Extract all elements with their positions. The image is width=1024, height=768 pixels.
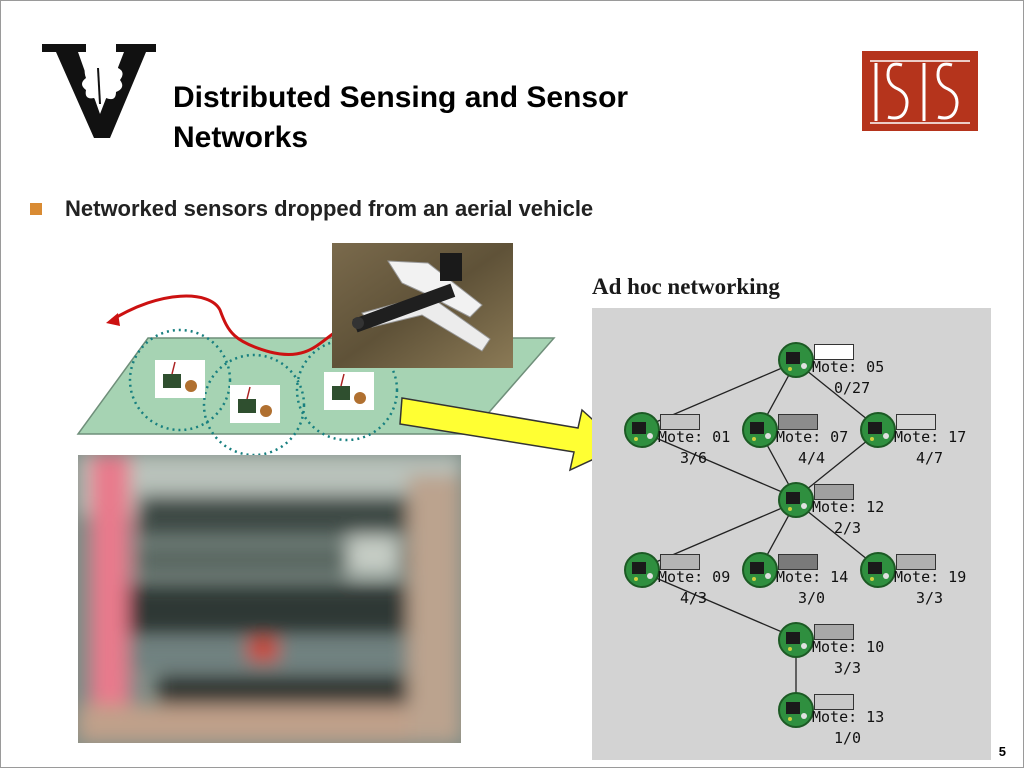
page-number: 5 — [998, 744, 1006, 759]
mote-board-icon — [778, 692, 814, 728]
isis-logo — [862, 51, 978, 131]
flight-path — [111, 294, 343, 356]
mote-node: Mote: 05 0/27 — [778, 340, 978, 400]
mote-name: Mote: 05 — [812, 358, 885, 376]
mote-name: Mote: 12 — [812, 498, 885, 516]
sensor-mote — [155, 360, 205, 398]
network-link — [795, 361, 879, 429]
mote-status-bar — [814, 484, 854, 500]
mote-board-icon — [860, 552, 896, 588]
mote-counts: 3/6 — [680, 449, 708, 467]
mote-counts: 2/3 — [834, 519, 862, 537]
mote-status-bar — [778, 554, 818, 570]
flight-path-arrowhead — [106, 313, 120, 326]
mote-counts: 3/3 — [834, 659, 862, 677]
mote-status-bar — [814, 344, 854, 360]
slide-title: Distributed Sensing and Sensor Networks — [173, 81, 629, 154]
mote-node: Mote: 19 3/3 — [860, 550, 1024, 610]
mote-node: Mote: 07 4/4 — [742, 410, 942, 470]
mote-node: Mote: 12 2/3 — [778, 480, 978, 540]
mote-status-bar — [896, 554, 936, 570]
mote-board-icon — [624, 412, 660, 448]
mote-name: Mote: 19 — [894, 568, 967, 586]
network-label: Ad hoc networking — [592, 274, 780, 299]
mote-counts: 4/7 — [916, 449, 944, 467]
mote-name: Mote: 13 — [812, 708, 885, 726]
mote-board-icon — [778, 342, 814, 378]
mote-counts: 1/0 — [834, 729, 862, 747]
mote-status-bar — [814, 624, 854, 640]
mote-status-bar — [660, 414, 700, 430]
mote-node: Mote: 09 4/3 — [624, 550, 824, 610]
mote-board-icon — [742, 552, 778, 588]
network-link — [795, 501, 879, 569]
mote-name: Mote: 09 — [658, 568, 731, 586]
mote-name: Mote: 07 — [776, 428, 849, 446]
mote-counts: 4/4 — [798, 449, 826, 467]
mote-node: Mote: 13 1/0 — [778, 690, 978, 750]
mote-counts: 4/3 — [680, 589, 708, 607]
network-link — [641, 431, 797, 499]
mote-node: Mote: 10 3/3 — [778, 620, 978, 680]
mote-name: Mote: 01 — [658, 428, 731, 446]
mote-node: Mote: 17 4/7 — [860, 410, 1024, 470]
mote-counts: 3/3 — [916, 589, 944, 607]
mote-status-bar — [778, 414, 818, 430]
network-link — [641, 571, 797, 639]
mote-board-icon — [778, 482, 814, 518]
mote-counts: 3/0 — [798, 589, 826, 607]
sensor-closeup-photo — [78, 455, 461, 743]
mote-board-icon — [778, 622, 814, 658]
mote-status-bar — [660, 554, 700, 570]
mote-board-icon — [860, 412, 896, 448]
isis-logo-mark — [870, 60, 970, 124]
mote-board-icon — [624, 552, 660, 588]
mote-node: Mote: 01 3/6 — [624, 410, 824, 470]
mote-status-bar — [896, 414, 936, 430]
sensor-mote — [230, 385, 280, 423]
mote-status-bar — [814, 694, 854, 710]
aerial-vehicle-photo — [332, 243, 513, 368]
bullet-marker — [30, 203, 42, 215]
mote-name: Mote: 14 — [776, 568, 849, 586]
mote-name: Mote: 17 — [894, 428, 967, 446]
network-link — [795, 431, 879, 499]
mote-counts: 0/27 — [834, 379, 871, 397]
mote-name: Mote: 10 — [812, 638, 885, 656]
bullet-text: Networked sensors dropped from an aerial… — [65, 196, 594, 221]
mote-board-icon — [742, 412, 778, 448]
coverage-circle — [128, 328, 232, 432]
mote-node: Mote: 14 3/0 — [742, 550, 942, 610]
vanderbilt-logo — [42, 44, 156, 138]
sensor-mote — [324, 372, 374, 410]
